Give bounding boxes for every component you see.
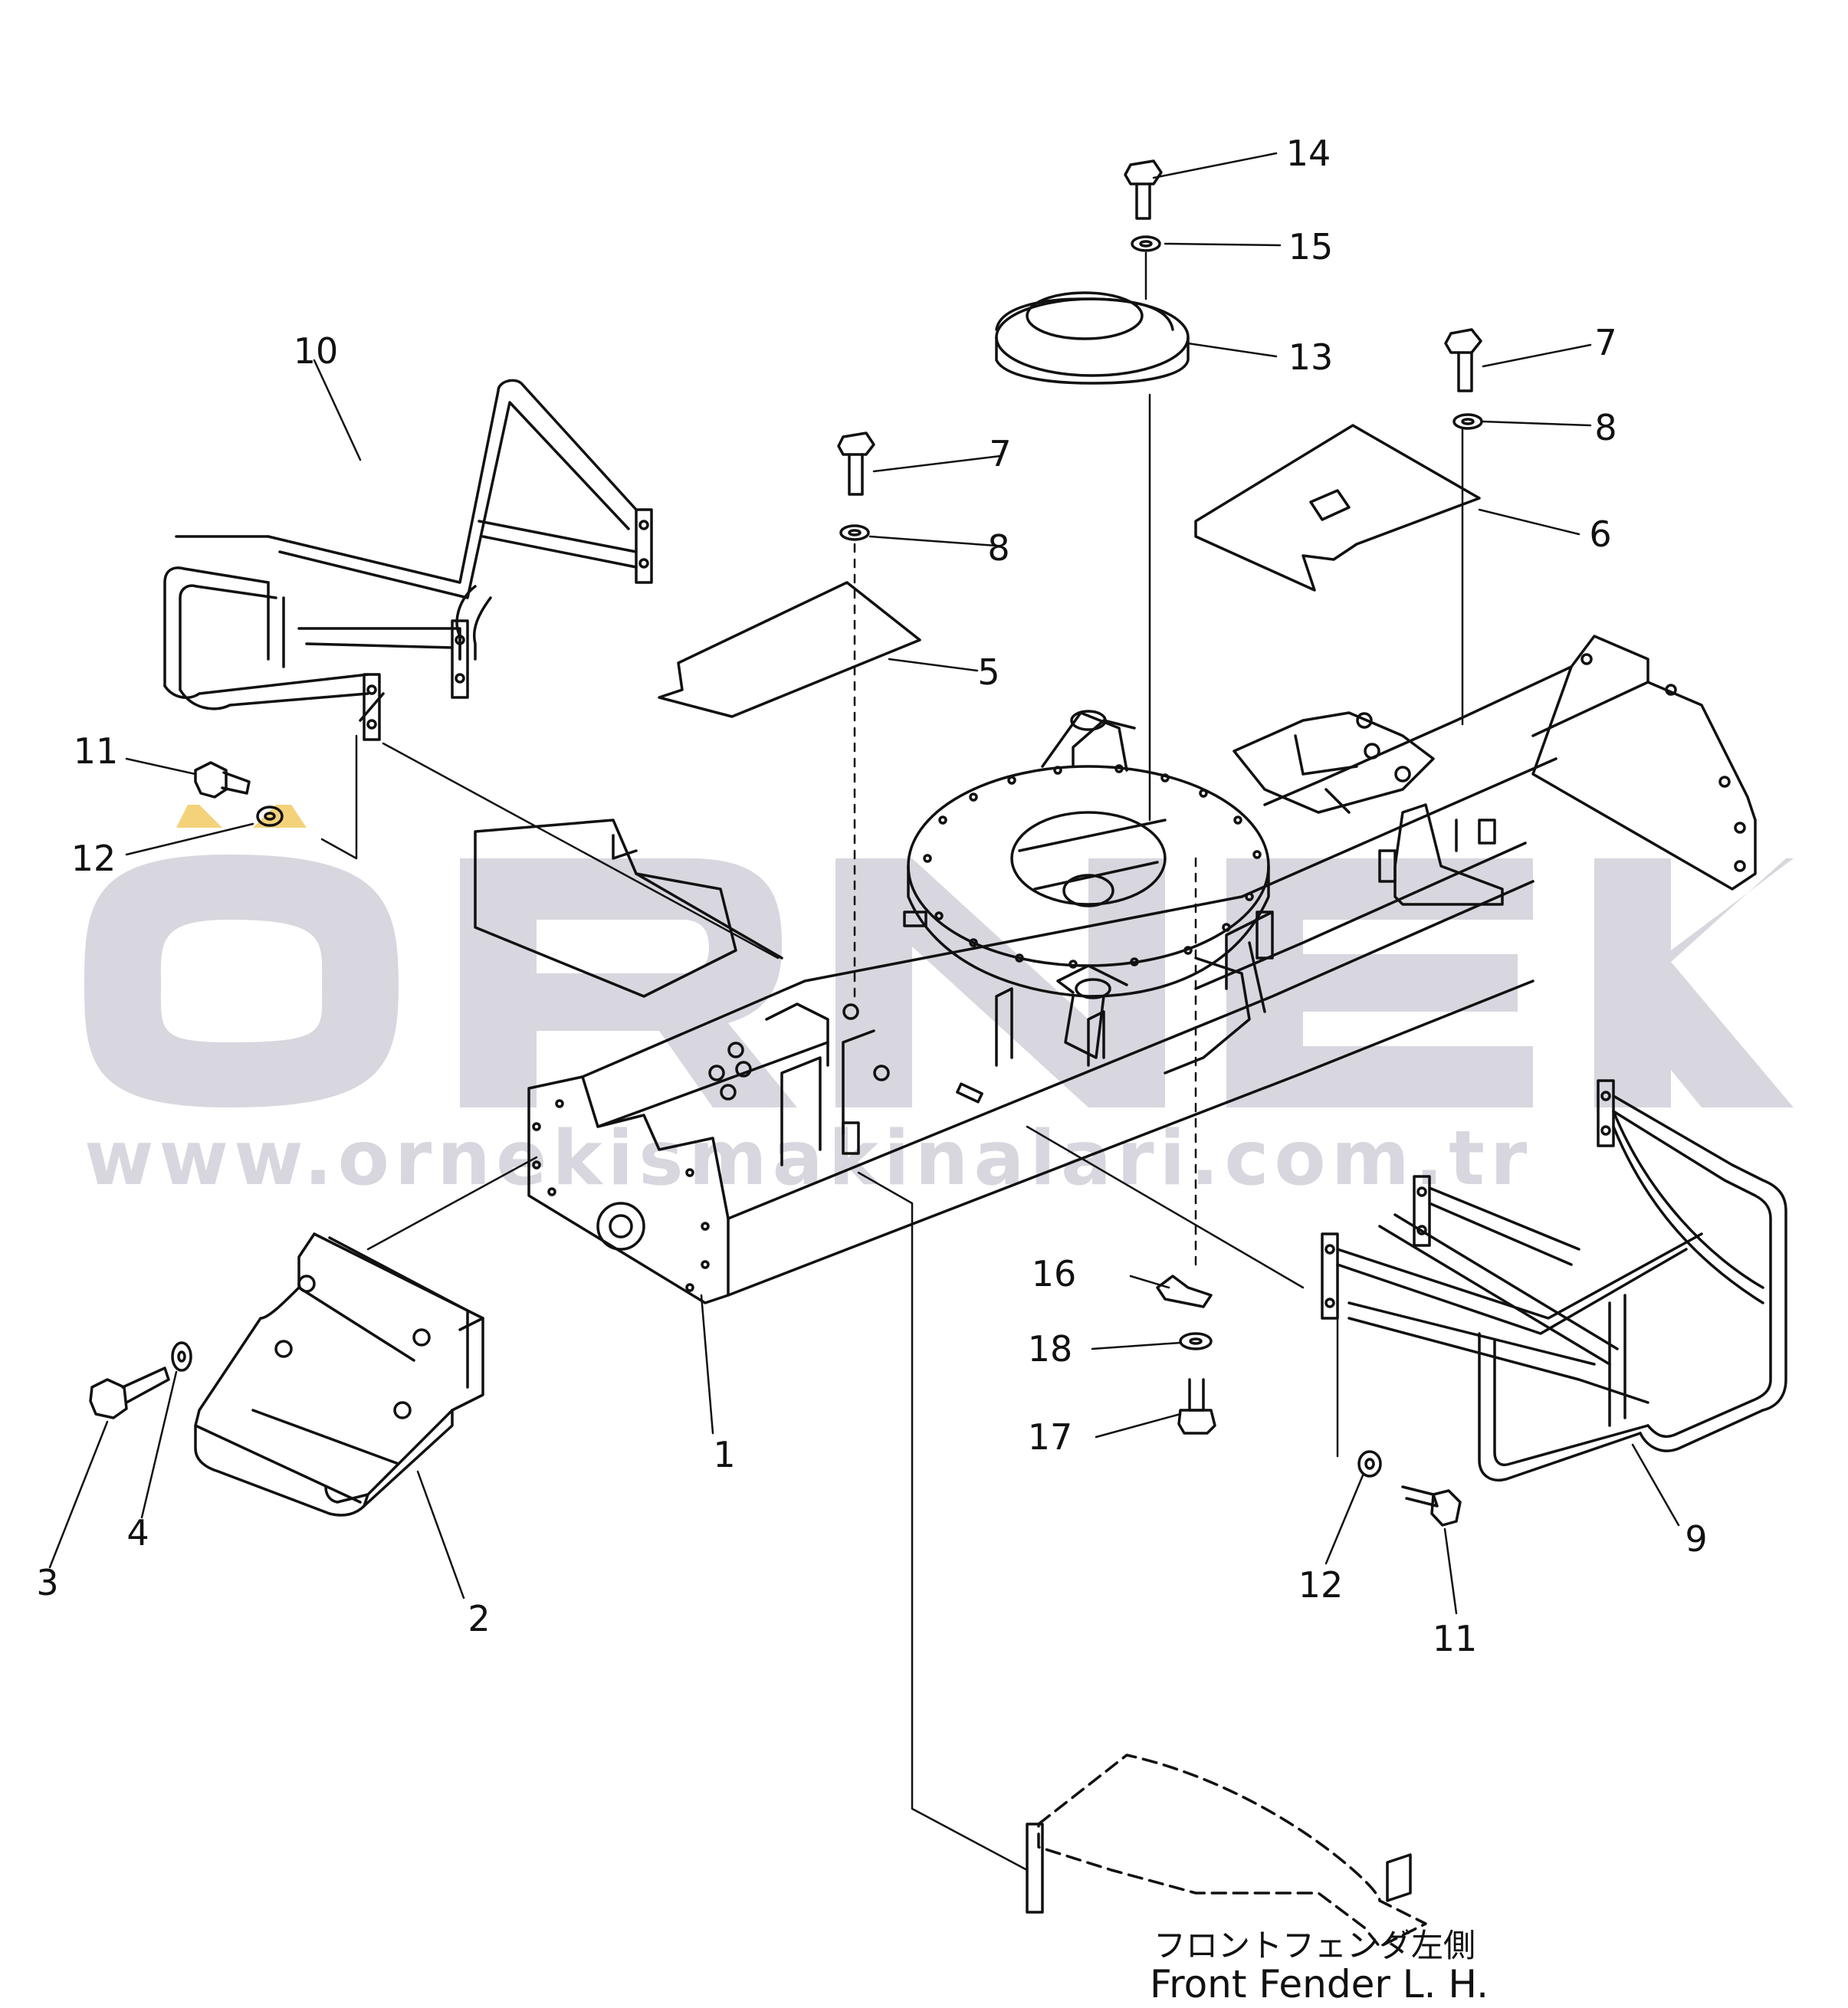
callout-11-right: 11 bbox=[1432, 1618, 1478, 1659]
guard-9 bbox=[1321, 1079, 1787, 1481]
watermark-logo bbox=[84, 855, 1794, 1107]
front-fender bbox=[1026, 1754, 1427, 1948]
callout-5: 5 bbox=[977, 651, 1000, 693]
callout-18: 18 bbox=[1027, 1328, 1073, 1370]
washer-4 bbox=[171, 1341, 192, 1372]
cover-plate-5 bbox=[658, 581, 921, 718]
callout-12-right: 12 bbox=[1298, 1564, 1344, 1606]
washer-12-left bbox=[256, 805, 284, 827]
assembly-lines bbox=[320, 251, 1464, 1872]
callout-9: 9 bbox=[1685, 1518, 1708, 1560]
callout-14: 14 bbox=[1285, 133, 1331, 174]
watermark-accent bbox=[176, 805, 222, 828]
washer-8-left bbox=[839, 524, 870, 541]
ring-13 bbox=[995, 291, 1190, 385]
callout-7-left: 7 bbox=[989, 433, 1012, 474]
callout-13: 13 bbox=[1288, 336, 1334, 378]
callout-12-left: 12 bbox=[71, 838, 117, 879]
step-2 bbox=[194, 1232, 484, 1517]
bracket-16 bbox=[1156, 1275, 1213, 1308]
bolt-17 bbox=[1177, 1378, 1216, 1435]
watermark-accent bbox=[253, 805, 307, 828]
callout-10: 10 bbox=[293, 330, 339, 372]
washer-15 bbox=[1131, 235, 1161, 252]
side-panel-left bbox=[474, 819, 783, 998]
bolt-14 bbox=[1124, 159, 1163, 220]
caption-japanese: フロントフェンダ左側 bbox=[1154, 1927, 1476, 1964]
main-frame bbox=[527, 635, 1757, 1304]
callout-4: 4 bbox=[126, 1512, 149, 1554]
leader-lines bbox=[48, 152, 1680, 1615]
callout-17: 17 bbox=[1027, 1416, 1073, 1458]
callout-6: 6 bbox=[1589, 513, 1612, 555]
washer-8-right bbox=[1452, 413, 1483, 430]
caption-english: Front Fender L. H. bbox=[1150, 1962, 1489, 2006]
callout-1: 1 bbox=[713, 1434, 736, 1475]
washer-18 bbox=[1179, 1332, 1213, 1350]
cover-plate-6 bbox=[1194, 424, 1481, 592]
callout-8-right: 8 bbox=[1594, 407, 1617, 448]
bolt-11-left bbox=[194, 761, 251, 799]
callout-11-left: 11 bbox=[73, 730, 119, 772]
callout-2: 2 bbox=[468, 1598, 491, 1639]
bolt-7-left bbox=[837, 431, 875, 496]
guard-10 bbox=[163, 379, 653, 741]
swing-circle bbox=[907, 710, 1270, 1075]
callout-8-left: 8 bbox=[987, 527, 1010, 569]
bolt-3 bbox=[89, 1367, 170, 1419]
bolt-7-right bbox=[1444, 328, 1482, 392]
callout-7-right: 7 bbox=[1594, 322, 1617, 363]
callout-3: 3 bbox=[36, 1562, 59, 1603]
bolt-11-right bbox=[1401, 1485, 1462, 1527]
callout-15: 15 bbox=[1288, 226, 1334, 267]
washer-12-right bbox=[1357, 1450, 1382, 1478]
callout-16: 16 bbox=[1031, 1253, 1077, 1294]
